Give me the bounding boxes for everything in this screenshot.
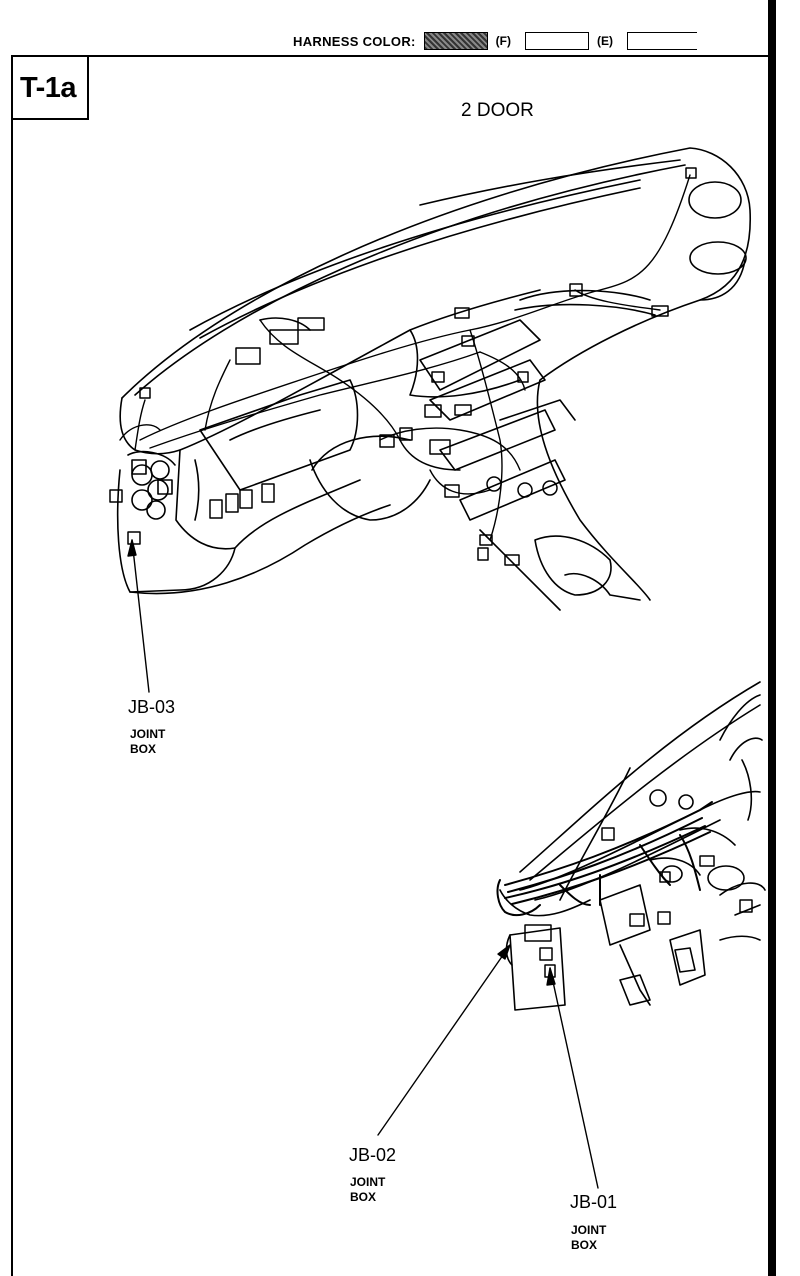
wiring-illustration	[109, 147, 766, 1189]
jb02-label: JB-02	[349, 1145, 397, 1165]
jb02-arrowhead	[497, 944, 511, 960]
harness-code-e: (E)	[596, 34, 613, 48]
harness-color-legend: HARNESS COLOR: (F) (E)	[293, 28, 697, 54]
diagram-subtitle: 2 DOOR	[461, 100, 534, 121]
dashboard-outline	[116, 147, 752, 611]
page-border-right	[768, 0, 776, 1276]
harness-swatch-e	[524, 32, 589, 50]
jb01-desc-line2: BOX	[571, 1238, 598, 1252]
harness-color-label: HARNESS COLOR:	[293, 33, 416, 49]
lower-connectors	[524, 827, 753, 978]
page-border-left	[11, 56, 13, 1276]
upper-harness-wires	[119, 174, 691, 541]
jb02-desc-line2: BOX	[350, 1190, 377, 1204]
harness-swatch-cut	[626, 32, 697, 50]
jb01-arrowhead	[546, 967, 556, 986]
harness-code-f: (F)	[495, 34, 511, 48]
page-border-top	[11, 55, 770, 57]
jb02-leader-line	[377, 944, 511, 1136]
jb01-label: JB-01	[570, 1192, 618, 1212]
jb03-joint-box	[127, 450, 176, 520]
lower-harness-bundle	[496, 801, 713, 917]
jb03-arrowhead	[127, 539, 137, 557]
jb03-desc-line2: BOX	[130, 742, 157, 756]
jb01-desc-line1: JOINT	[571, 1223, 607, 1237]
jb03-desc-line1: JOINT	[130, 727, 166, 741]
page-id: T-1a	[20, 72, 77, 104]
jb03-leader-line	[131, 539, 150, 693]
callout-leaders	[127, 539, 599, 1189]
lower-dash-outline	[499, 681, 766, 1011]
harness-swatch-f	[423, 32, 488, 50]
upper-connectors	[109, 167, 697, 566]
jb03-label: JB-03	[128, 697, 176, 717]
page-id-box	[11, 56, 89, 120]
jb01-leader-line	[549, 967, 599, 1189]
jb02-desc-line1: JOINT	[350, 1175, 386, 1189]
